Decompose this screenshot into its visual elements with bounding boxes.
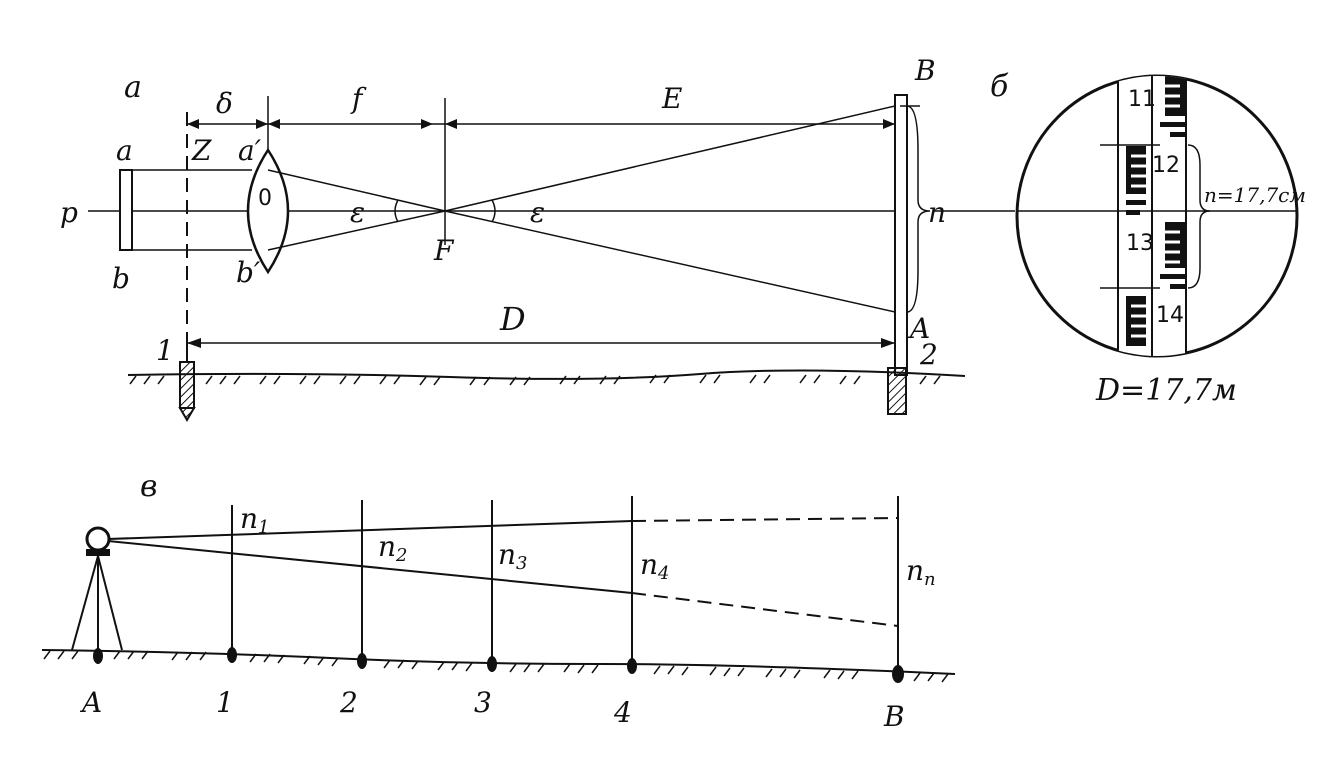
staff-small-ticks [1126,122,1185,289]
b-prime-label: b′ [236,256,261,289]
tripod-leg-right [97,555,123,651]
n4-label: n4 [640,548,670,584]
ground-line-a [127,369,966,380]
ray-upper-to-focus [267,169,446,212]
staff-view [1017,76,1297,356]
lower-sight-line [107,540,633,594]
instrument-head [85,526,111,552]
p-label: p [60,196,78,229]
ground-pegs [93,647,904,683]
point-2-label-v: 2 [339,686,358,719]
peg-1-tip [178,407,196,422]
graduation-gaps [1131,84,1180,338]
reading-brace [1187,144,1211,289]
ground-hatching-a [129,374,941,386]
n2-label: n2 [378,530,408,566]
staff-A-label: A [907,312,930,345]
delta-label: δ [216,87,233,120]
peg-2 [887,367,907,415]
D-label: D [499,300,526,338]
staff-brace [906,105,931,313]
ray-to-staff-top [444,105,896,212]
ray-to-staff-bottom [444,210,896,313]
peg-1 [179,361,195,409]
E-label: E [661,82,682,115]
panel-b-label: б [990,69,1009,104]
lower-sight-line-extension [631,592,899,627]
ground-line-v [41,649,956,675]
staff-rod [894,94,908,376]
epsilon-left-label: ε [350,196,365,229]
panel-a: а δ f E B a Z a′ 0 p ε ε n b b′ F D 1 A … [60,54,1015,422]
scale-12: 12 [1152,153,1180,178]
lens-center-O-label: 0 [258,186,272,211]
stadia-b-label: b [112,262,130,295]
scale-13: 13 [1126,231,1154,256]
tripod-leg-left [71,555,99,651]
ray-lower-to-focus [267,210,446,251]
f-label: f [350,82,367,115]
panel-v: в [41,469,956,733]
instrument-base [86,549,110,556]
upper-sight-line [107,520,633,540]
n-label: n [928,196,946,229]
panel-a-label: а [124,70,142,105]
n-reading-label: n=17,7см [1204,183,1306,207]
upper-sight-line-extension [631,517,899,522]
n3-label: n3 [498,538,528,574]
scale-11: 11 [1128,87,1156,112]
epsilon-right-label: ε [530,196,545,229]
scale-14: 14 [1156,303,1184,328]
angle-arc-left [394,199,399,223]
point-1-label-v: 1 [216,686,234,719]
focus-F-label: F [433,234,455,267]
point-3-label-v: 3 [474,686,492,719]
n1-label: n1 [240,502,270,538]
angle-arc-right [491,199,496,223]
point-4-label-v: 4 [613,696,632,729]
ground-hatching-v [43,650,949,683]
Z-label: Z [191,134,212,167]
point-B-label-v: B [883,700,905,733]
point-1-label: 1 [156,334,174,367]
objective-lens [246,147,290,275]
stadia-a-label: a [116,134,133,167]
panel-v-label: в [140,469,157,504]
staff-B-label: B [914,54,936,87]
panel-b: б [990,69,1306,408]
a-prime-label: a′ [238,134,262,167]
nn-label: nn [906,554,936,590]
point-2-label: 2 [919,338,938,371]
distance-result: D=17,7м [1095,373,1237,408]
reticle-plate [119,169,133,251]
point-A-label: A [79,686,102,719]
